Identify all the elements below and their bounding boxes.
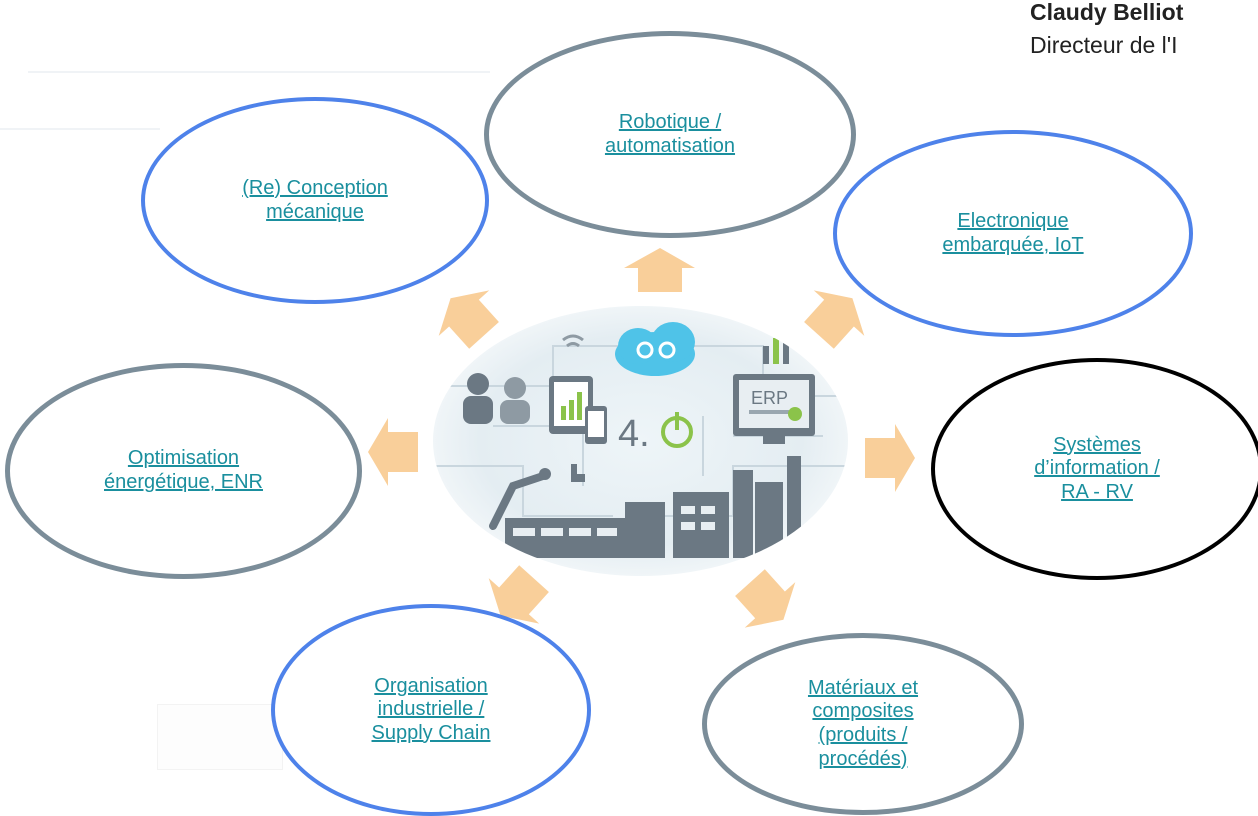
hand-cursor-icon (571, 464, 585, 482)
erp-monitor-icon: ERP (733, 374, 815, 444)
node-systemes: Systèmes d’information / RA - RV (931, 358, 1258, 580)
arrow-right (865, 424, 915, 492)
people-icon (463, 373, 530, 424)
node-conception: (Re) Conception mécanique (141, 97, 489, 304)
bar-chart-icon (763, 330, 789, 364)
link-electronique-embarquee-iot[interactable]: Electronique embarquée, IoT (942, 209, 1084, 256)
author-name: Claudy Belliot (1030, 0, 1184, 25)
node-energie: Optimisation énergétique, ENR (5, 363, 362, 579)
industry-4-label: 4. (618, 413, 650, 455)
link-re-conception-mecanique[interactable]: (Re) Conception mécanique (242, 176, 388, 223)
background-line (0, 128, 160, 130)
node-robotique: Robotique / automatisation (484, 31, 856, 238)
arrow-up-right (804, 290, 865, 349)
link-optimisation-energetique-enr[interactable]: Optimisation énergétique, ENR (104, 447, 263, 493)
hub-graphic: 4. ERP (433, 322, 848, 558)
background-box (157, 704, 283, 770)
wifi-icon (562, 334, 584, 348)
background-line (28, 71, 490, 73)
author-block: Claudy Belliot Directeur de l'I (1030, 0, 1183, 61)
node-materiaux: Matériaux et composites (produits / proc… (702, 633, 1024, 815)
node-electronique: Electronique embarquée, IoT (833, 130, 1193, 337)
arrow-up-left (438, 290, 499, 349)
link-materiaux-composites[interactable]: Matériaux et composites (produits / proc… (807, 676, 919, 770)
arrow-up (624, 248, 695, 292)
link-systemes-information-ra-rv[interactable]: Systèmes d’information / RA - RV (1034, 433, 1160, 503)
arrow-down-right (735, 569, 796, 628)
link-robotique-automatisation[interactable]: Robotique / automatisation (604, 110, 736, 157)
arrow-left (368, 418, 418, 486)
cloud-icon (615, 322, 695, 376)
link-organisation-industrielle-supply-chain[interactable]: Organisation industrielle / Supply Chain (371, 674, 491, 744)
author-title: Directeur de l'I (1030, 31, 1178, 58)
industry-4-hub-illustration: 4. ERP (433, 306, 848, 576)
arrow-down-left (488, 565, 549, 624)
node-organisation: Organisation industrielle / Supply Chain (271, 604, 591, 816)
svg-text:ERP: ERP (751, 388, 788, 408)
robot-arm-icon (489, 472, 547, 530)
